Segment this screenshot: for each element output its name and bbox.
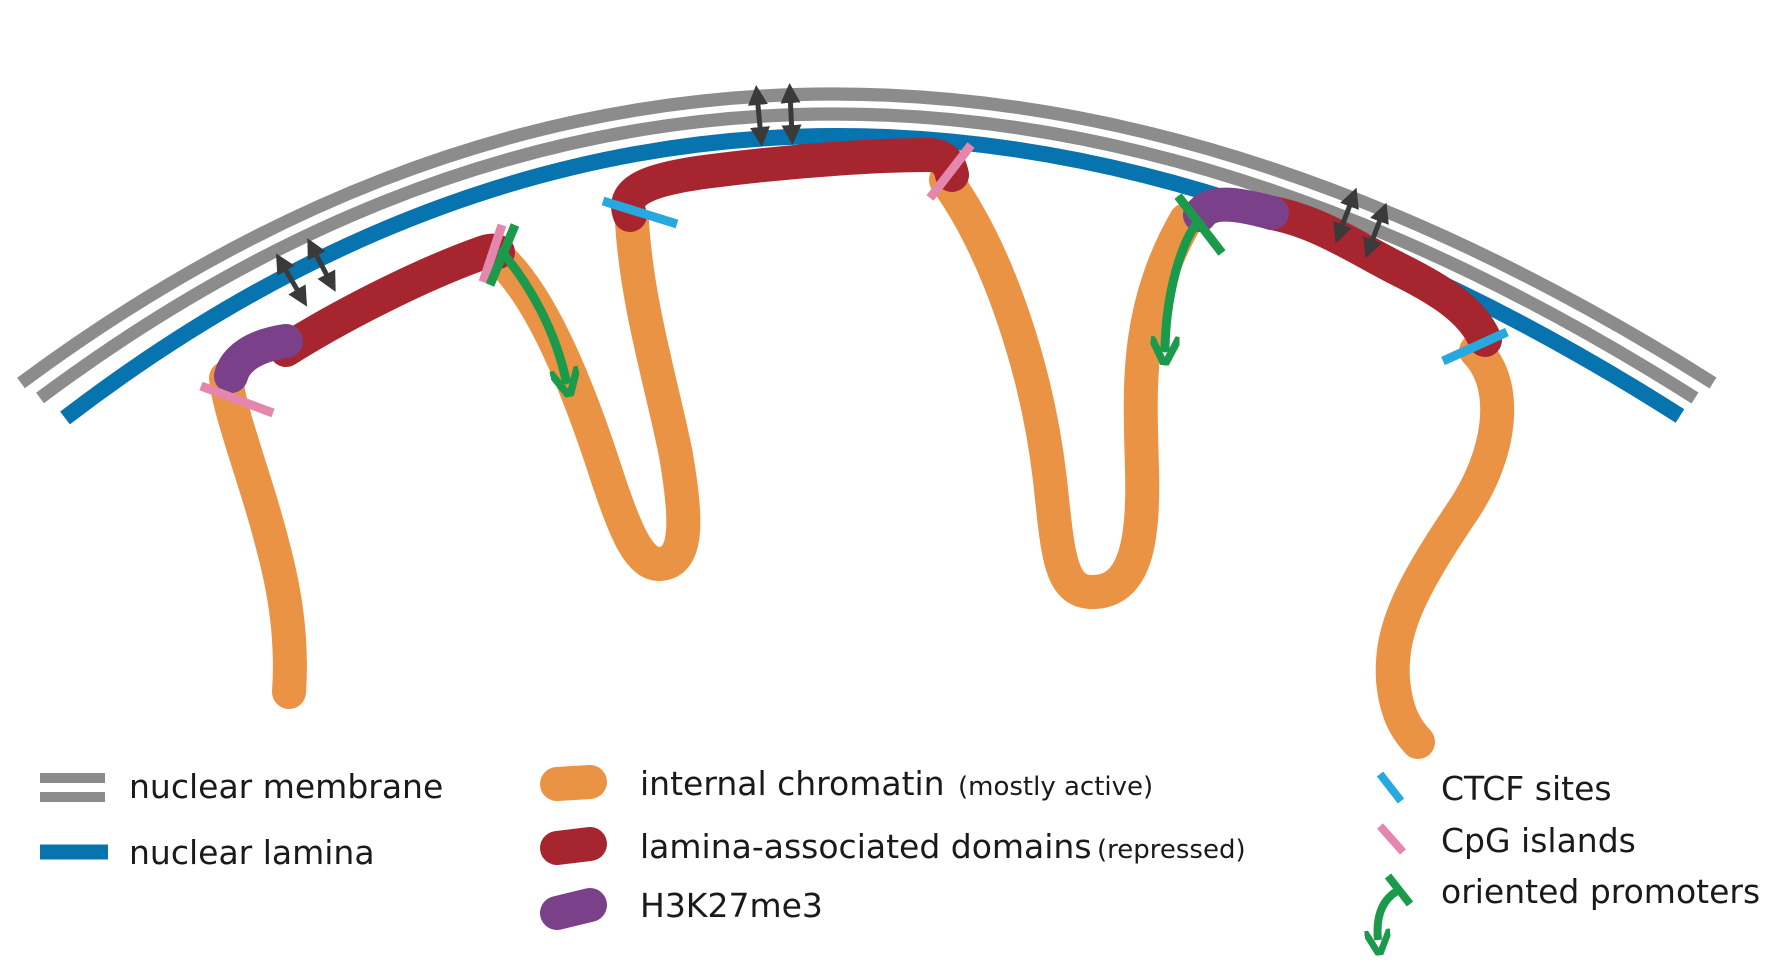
cpg-island-marker bbox=[478, 223, 507, 284]
promoter-arrow bbox=[497, 247, 566, 380]
legend-item-cpg: CpG islands bbox=[1377, 821, 1636, 860]
legend-item-internal-chromatin: internal chromatin (mostly active) bbox=[540, 764, 1153, 803]
site-markers bbox=[199, 142, 1509, 418]
h3k27me3-2 bbox=[1183, 187, 1289, 232]
legend-label-membrane: nuclear membrane bbox=[129, 767, 443, 806]
legend-label-lamina: nuclear lamina bbox=[129, 833, 375, 872]
legend-label-internal-chromatin: internal chromatin bbox=[640, 764, 945, 803]
internal-chromatin-3 bbox=[929, 163, 1203, 609]
legend-label-h3k27me3: H3K27me3 bbox=[640, 886, 823, 925]
interaction-arrow bbox=[307, 238, 336, 292]
promoter-arrow-icon bbox=[1378, 873, 1414, 940]
orange-chromatin-icon bbox=[540, 765, 607, 801]
legend-note-internal-chromatin: (mostly active) bbox=[958, 772, 1153, 802]
lamina-interaction-arrows bbox=[275, 83, 1389, 307]
interaction-arrow bbox=[275, 253, 308, 307]
legend: nuclear membrane nuclear lamina internal… bbox=[40, 764, 1760, 940]
h3k27me3-1 bbox=[214, 324, 303, 393]
legend-label-lad: lamina-associated domains bbox=[640, 827, 1092, 866]
nuclear-membrane-inner bbox=[36, 107, 1699, 404]
cpg-island-marker bbox=[199, 381, 275, 418]
internal-chromatin-1 bbox=[209, 361, 307, 709]
nuclear-membrane-outer bbox=[17, 87, 1717, 389]
lad-3 bbox=[1255, 196, 1502, 357]
interaction-arrow bbox=[780, 83, 802, 145]
promoter-arrows bbox=[497, 219, 1201, 380]
promoter-arrow bbox=[1165, 219, 1201, 348]
ctcf-site-marker bbox=[601, 196, 679, 229]
cpg-island-marker bbox=[926, 142, 975, 201]
legend-item-ctcf: CTCF sites bbox=[1376, 769, 1612, 808]
chromatin-fiber bbox=[209, 138, 1515, 759]
lad-2 bbox=[611, 138, 969, 232]
purple-chromatin-icon bbox=[540, 888, 607, 930]
internal-chromatin-4 bbox=[1375, 334, 1515, 759]
red-chromatin-icon bbox=[540, 827, 607, 865]
legend-item-promoter: oriented promoters bbox=[1378, 872, 1760, 940]
interaction-arrow bbox=[747, 85, 771, 147]
legend-note-lad: (repressed) bbox=[1097, 835, 1246, 865]
double-gray-line-icon bbox=[40, 773, 105, 802]
ctcf-site-marker bbox=[1441, 327, 1509, 366]
legend-label-cpg: CpG islands bbox=[1441, 821, 1636, 860]
legend-item-lamina: nuclear lamina bbox=[40, 833, 375, 872]
legend-item-h3k27me3: H3K27me3 bbox=[540, 886, 823, 930]
pink-tick-icon bbox=[1377, 823, 1406, 855]
interaction-arrow bbox=[1363, 202, 1389, 259]
legend-item-lad: lamina-associated domains (repressed) bbox=[540, 827, 1246, 866]
internal-chromatin-2 bbox=[480, 205, 701, 581]
legend-label-ctcf: CTCF sites bbox=[1441, 769, 1612, 808]
legend-label-promoter: oriented promoters bbox=[1441, 872, 1760, 911]
legend-item-membrane: nuclear membrane bbox=[40, 767, 443, 806]
interaction-arrow bbox=[1333, 187, 1359, 244]
blue-tick-icon bbox=[1376, 771, 1405, 804]
